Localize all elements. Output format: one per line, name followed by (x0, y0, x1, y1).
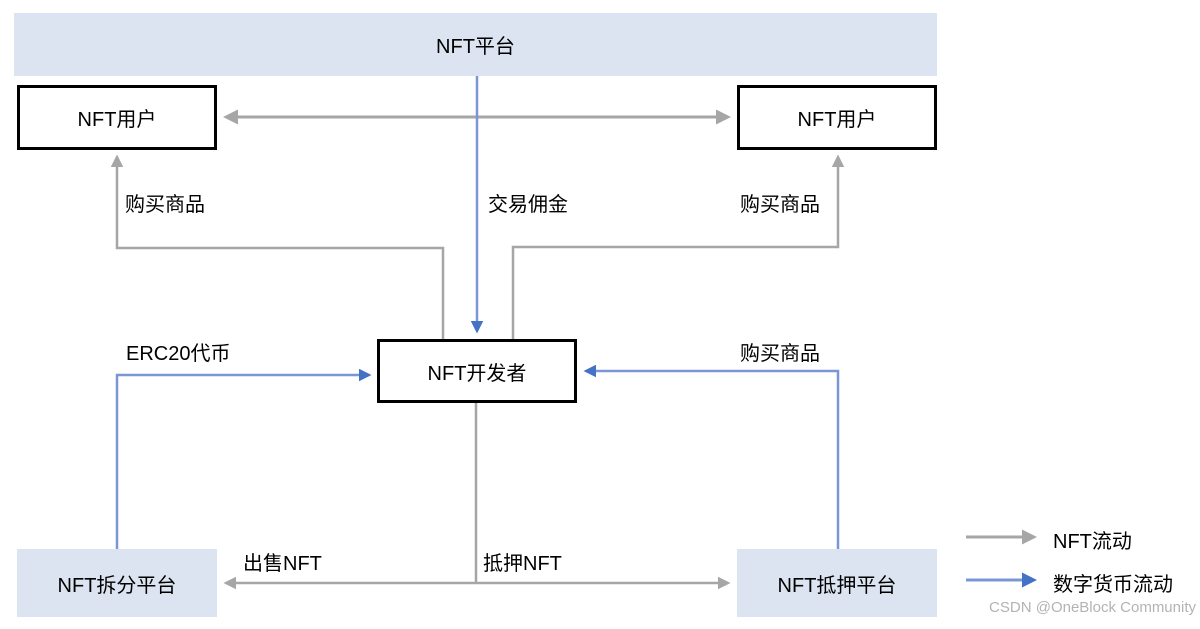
node-nft-user-right: NFT用户 (737, 85, 937, 150)
edge-label-buy-mortgage: 购买商品 (740, 343, 820, 365)
edge-dev-to-user-left (110, 154, 445, 339)
watermark: CSDN @OneBlock Community (989, 599, 1196, 616)
node-nft-developer: NFT开发者 (377, 339, 577, 403)
legend-currency-flow-label: 数字货币流动 (1053, 574, 1173, 596)
edge-buy-mortgage (583, 364, 840, 549)
edge-dev-to-user-right (511, 154, 845, 339)
banner-nft-platform-label: NFT平台 (436, 36, 515, 58)
node-nft-user-right-label: NFT用户 (797, 109, 877, 131)
banner-nft-platform: NFT平台 (14, 13, 937, 76)
legend-nft-flow-label: NFT流动 (1053, 531, 1132, 553)
edge-label-erc20: ERC20代币 (126, 343, 231, 365)
edge-label-buy-left: 购买商品 (125, 194, 205, 216)
node-nft-developer-label: NFT开发者 (427, 362, 527, 385)
edge-label-buy-right: 购买商品 (740, 194, 820, 216)
edge-erc20 (115, 368, 372, 549)
node-nft-user-left-label: NFT用户 (77, 109, 157, 131)
node-nft-user-left: NFT用户 (17, 85, 217, 150)
node-nft-split-platform-label: NFT拆分平台 (57, 574, 177, 597)
node-nft-split-platform: NFT拆分平台 (17, 549, 217, 617)
edge-label-commission: 交易佣金 (488, 194, 568, 216)
node-nft-mortgage-platform-label: NFT抵押平台 (777, 574, 897, 597)
edge-label-pledge-nft: 抵押NFT (483, 553, 562, 575)
edge-label-sell-nft: 出售NFT (243, 553, 322, 575)
node-nft-mortgage-platform: NFT抵押平台 (737, 549, 937, 617)
